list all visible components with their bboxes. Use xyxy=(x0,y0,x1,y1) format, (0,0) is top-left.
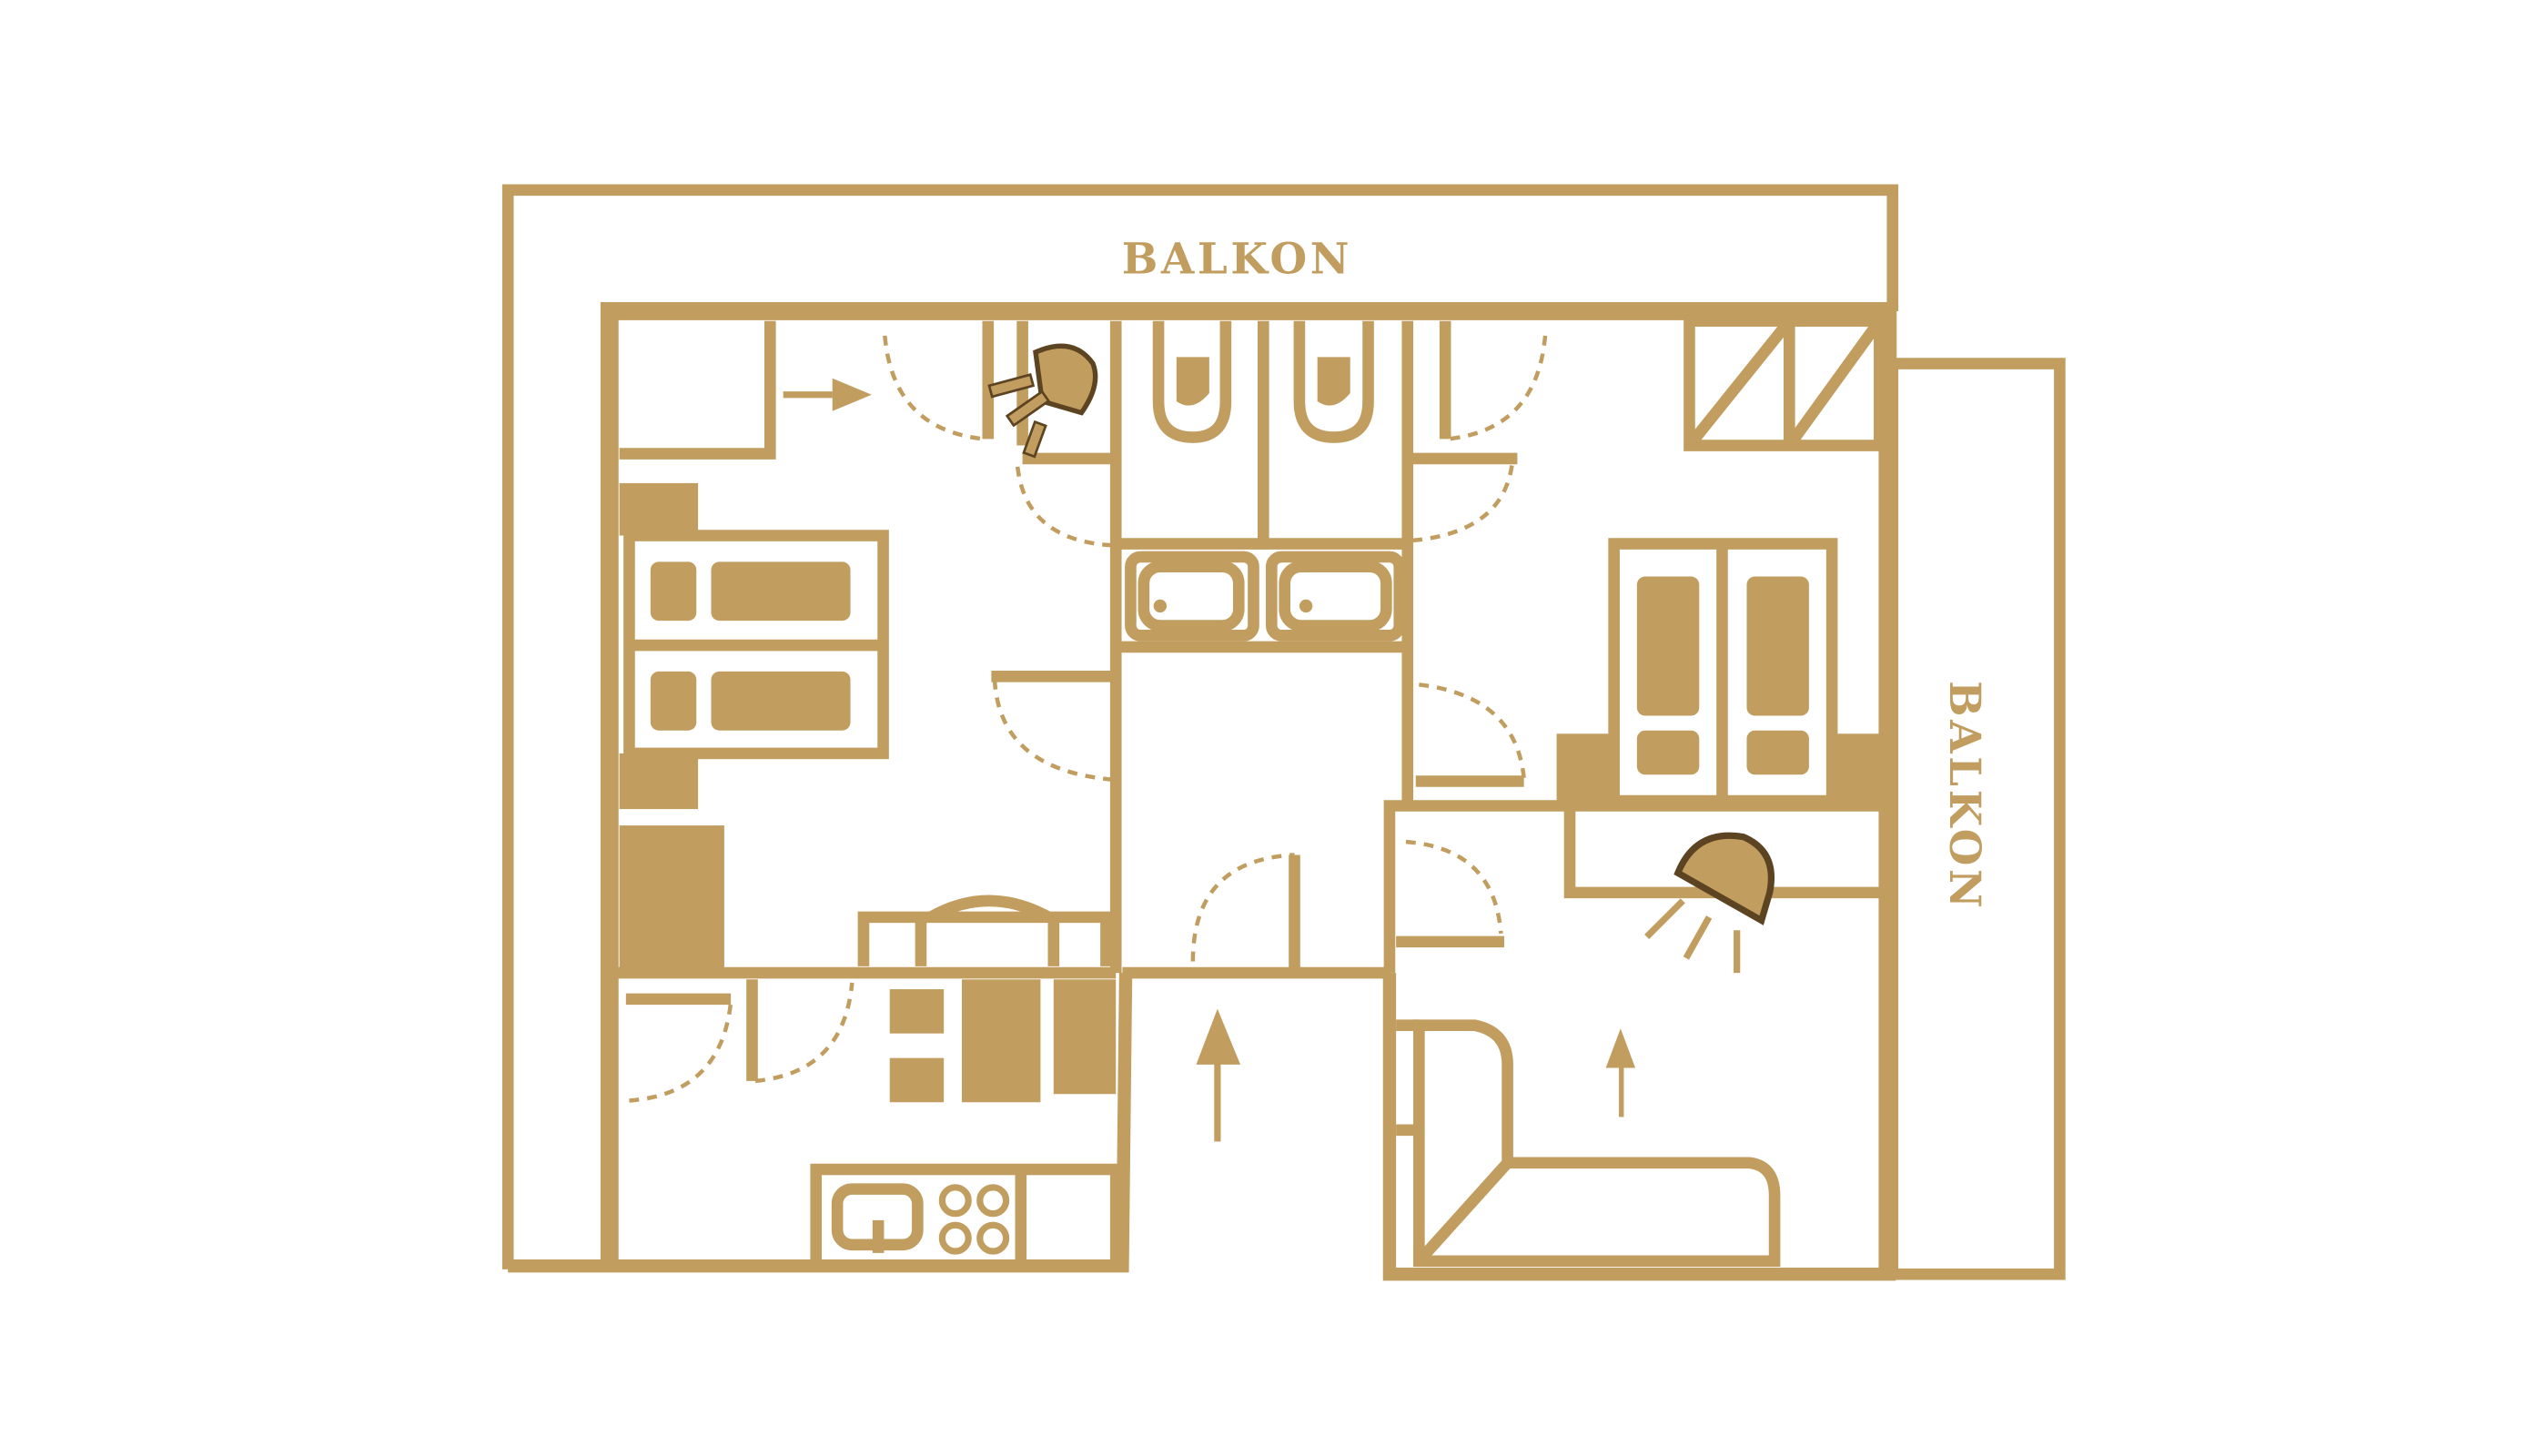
kitchen-counter xyxy=(810,1163,1122,1272)
toilet-1 xyxy=(1152,320,1232,443)
apartment-walls-left xyxy=(600,302,1897,1275)
wall-stub-2 xyxy=(1412,320,1518,465)
counter-top xyxy=(857,911,1112,966)
shelf-right xyxy=(1563,805,1888,899)
stove-icon xyxy=(938,1184,972,1218)
apartment-walls-bottom-left xyxy=(508,972,1133,1273)
bathtub-1 xyxy=(1125,551,1259,642)
toilet-2 xyxy=(1293,320,1374,443)
balcony-label-right: BALKON xyxy=(1939,681,1989,911)
balcony-top-outline xyxy=(501,184,1899,1269)
blanket-2 xyxy=(711,671,851,731)
sun-icon xyxy=(1644,832,1774,974)
bathtub-2 xyxy=(1265,551,1406,642)
sun-icon xyxy=(987,343,1098,459)
pillow-2 xyxy=(650,671,697,731)
wall-stub-5 xyxy=(625,979,758,1081)
apartment-walls-bottom-right xyxy=(1382,973,1896,1281)
balcony-label-top: BALKON xyxy=(1122,235,1352,285)
blanket-1 xyxy=(711,561,851,622)
door-swing-icon xyxy=(883,335,984,441)
sofa xyxy=(1413,1019,1781,1268)
bath-bottom-wall xyxy=(1116,538,1408,653)
closet-top-left xyxy=(619,320,776,460)
pillow-1 xyxy=(650,561,697,622)
